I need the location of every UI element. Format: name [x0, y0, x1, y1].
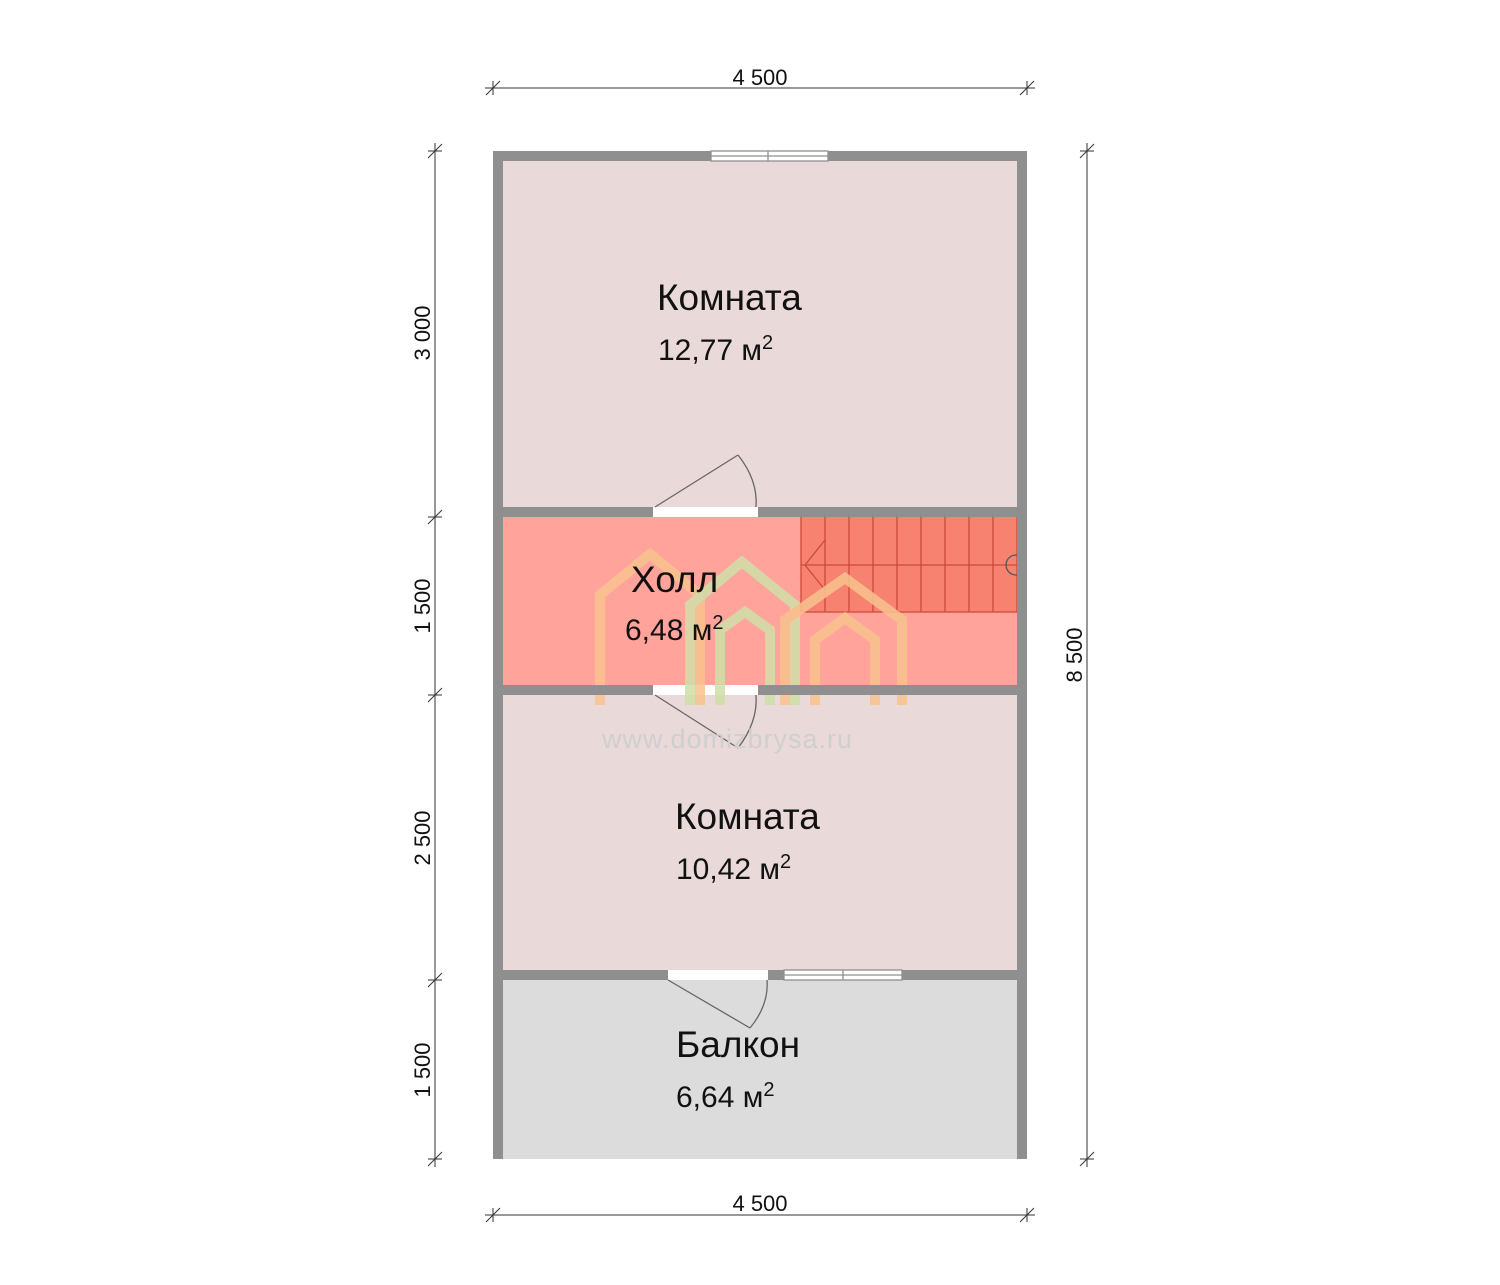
balcony-area-value: 6,64 м	[676, 1081, 764, 1114]
dim-bottom-width: 4 500	[732, 1191, 788, 1216]
dim-hall: 1 500	[410, 578, 435, 634]
stair-arrow	[804, 539, 826, 566]
windows	[710, 150, 903, 981]
watermark-house-middle	[685, 555, 800, 705]
room-top-name: Комната	[657, 277, 802, 318]
watermark-house-right	[780, 571, 907, 705]
dim-balcony: 1 500	[410, 1042, 435, 1098]
room-bottom-name: Комната	[675, 796, 820, 837]
dim-room-bottom: 2 500	[410, 810, 435, 866]
balcony-area-sup: 2	[763, 1079, 775, 1101]
wall-top-right	[828, 151, 1027, 161]
dim-room-top: 3 000	[410, 305, 435, 361]
balcony-area: 6,64 м2	[676, 1080, 774, 1113]
hall-name: Холл	[631, 559, 719, 600]
room-top-area-value: 12,77 м	[658, 334, 763, 367]
watermark-url: www.domizbrysa.ru	[602, 724, 854, 754]
wall-hall-room-left	[503, 685, 653, 695]
wall-right	[1017, 151, 1027, 1159]
staircase	[800, 517, 1027, 613]
watermark-logo	[595, 547, 907, 705]
wall-room-balcony-right	[902, 970, 1017, 980]
hall-area-value: 6,48 м	[625, 614, 713, 647]
doors	[654, 454, 768, 1029]
dim-top-width: 4 500	[732, 65, 788, 90]
balcony-name: Балкон	[676, 1024, 801, 1065]
room-top-fill	[503, 161, 1017, 507]
hall-area: 6,48 м2	[625, 613, 723, 646]
watermark-house-mid-inner	[715, 605, 775, 705]
dimension-lines	[427, 80, 1095, 1223]
room-top-area: 12,77 м2	[658, 333, 773, 366]
room-bottom-fill	[503, 695, 1017, 970]
watermark-house-left	[595, 547, 705, 705]
door-room-top	[654, 454, 757, 508]
wall-room-balcony-left	[503, 970, 668, 980]
wall-room-hall-left	[503, 507, 653, 517]
wall-room-balcony-mid	[768, 970, 784, 980]
room-bottom-area-value: 10,42 м	[676, 853, 781, 886]
watermark-house-right-inner	[810, 611, 880, 705]
room-top-area-sup: 2	[762, 332, 774, 354]
balcony-fill	[503, 980, 1017, 1159]
wall-hall-room-right	[758, 685, 1017, 695]
stair-arrow	[804, 564, 826, 591]
room-bottom-area-sup: 2	[780, 851, 792, 873]
wall-top-left	[493, 151, 711, 161]
dim-total-height: 8 500	[1062, 627, 1087, 683]
exterior-walls	[493, 151, 1027, 1159]
wall-room-hall-right	[758, 507, 1017, 517]
room-bottom-area: 10,42 м2	[676, 852, 791, 885]
hall-area-sup: 2	[712, 612, 724, 634]
door-room-bottom	[654, 694, 757, 749]
wall-left	[493, 151, 503, 1159]
door-balcony	[667, 979, 768, 1029]
